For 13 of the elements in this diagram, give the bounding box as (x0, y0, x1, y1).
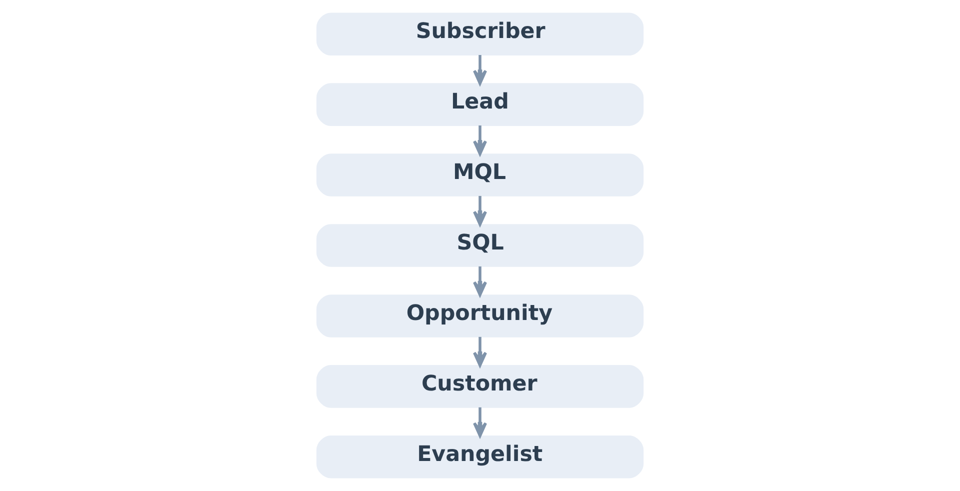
node-box: MQL (316, 154, 644, 196)
node-box: Evangelist (316, 436, 644, 478)
arrow (472, 336, 488, 367)
node-box: Customer (316, 365, 644, 408)
node-box: Lead (316, 83, 644, 126)
node-box: SQL (316, 224, 644, 267)
arrow (472, 266, 488, 296)
arrow (472, 407, 488, 438)
node-box: Opportunity (316, 294, 644, 338)
arrow (472, 55, 488, 85)
node-box: Subscriber (316, 12, 644, 56)
arrow (472, 196, 488, 226)
arrow (472, 125, 488, 156)
